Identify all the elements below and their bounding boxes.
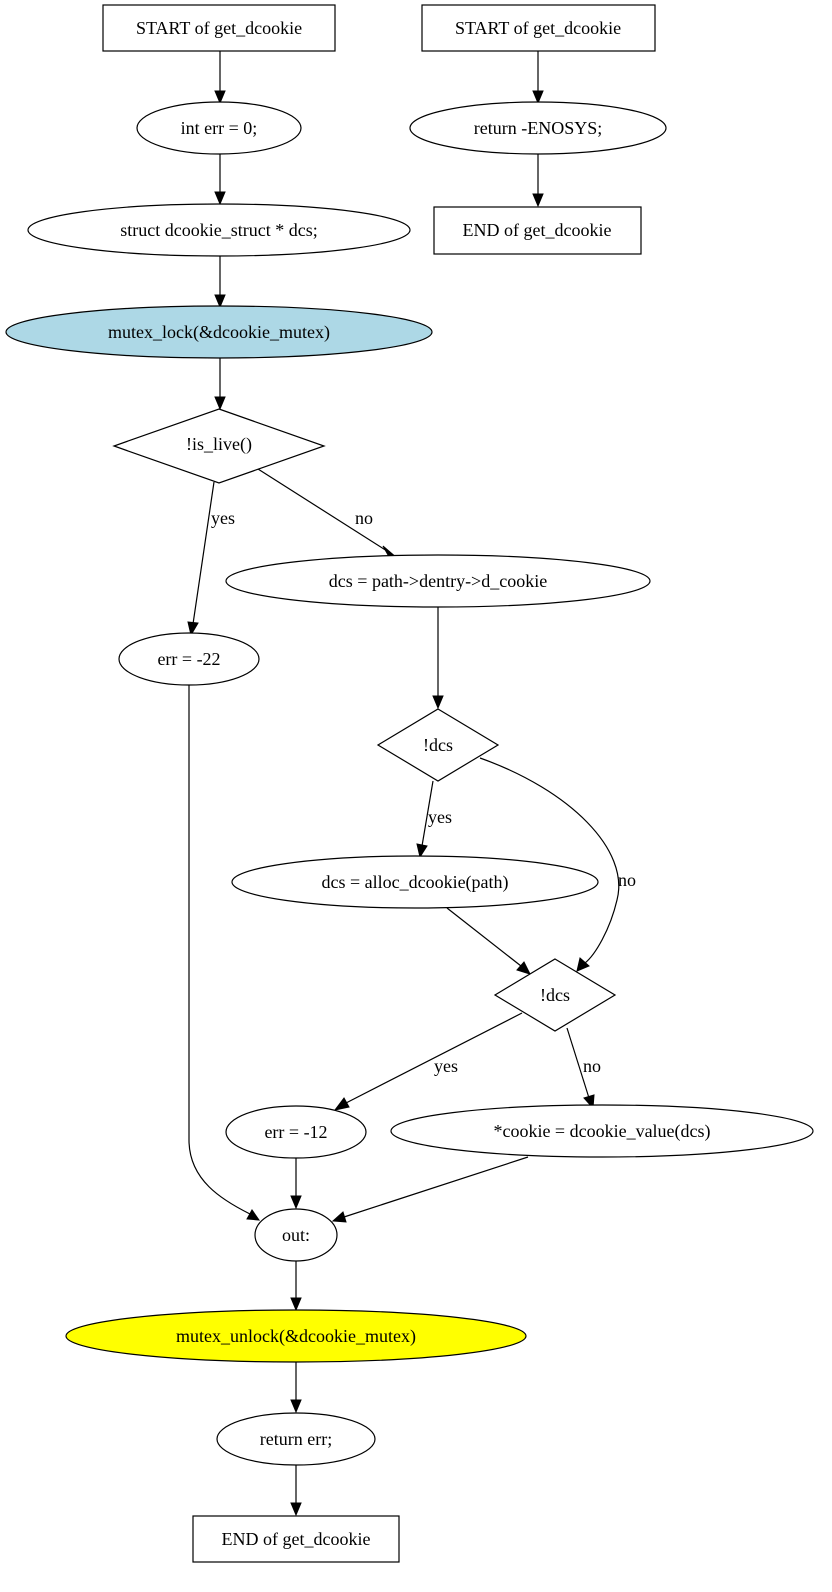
- edge-label-is-live-yes: yes: [211, 508, 235, 528]
- node-l-alloc: dcs = alloc_dcookie(path): [231, 855, 599, 909]
- arrowhead: [214, 294, 226, 309]
- arrowhead: [214, 396, 226, 411]
- arrowhead: [290, 1297, 302, 1312]
- edge-label-dcs1-no: no: [618, 870, 636, 890]
- arrowhead: [246, 1209, 261, 1221]
- node-label: struct dcookie_struct * dcs;: [120, 220, 317, 240]
- node-l-cookie-value: *cookie = dcookie_value(dcs): [390, 1104, 814, 1158]
- node-l-return: return err;: [216, 1412, 376, 1466]
- node-label: return -ENOSYS;: [474, 118, 603, 138]
- node-l-dcs-check1-decision: !dcs: [376, 708, 500, 782]
- arrowhead: [214, 90, 226, 105]
- node-label: dcs = alloc_dcookie(path): [321, 872, 508, 893]
- arrowhead: [576, 957, 590, 972]
- node-l-dcs-decl: struct dcookie_struct * dcs;: [27, 203, 411, 257]
- node-label: err = -22: [157, 649, 220, 669]
- node-label: err = -12: [264, 1122, 327, 1142]
- edge-label-dcs1-yes: yes: [428, 807, 452, 827]
- arrowhead: [290, 1502, 302, 1517]
- edge-label-dcs2-yes: yes: [434, 1056, 458, 1076]
- node-l-is-live-decision: !is_live(): [112, 408, 326, 484]
- node-label: END of get_dcookie: [463, 220, 612, 240]
- node-label: START of get_dcookie: [455, 18, 621, 38]
- arrowhead: [416, 843, 428, 859]
- arrowhead: [214, 191, 226, 206]
- node-label: START of get_dcookie: [136, 18, 302, 38]
- node-r-end: END of get_dcookie: [433, 206, 642, 255]
- node-l-end: END of get_dcookie: [192, 1515, 400, 1563]
- node-l-dcs-path: dcs = path->dentry->d_cookie: [225, 554, 651, 608]
- node-label: !dcs: [423, 735, 453, 755]
- node-label: !is_live(): [186, 434, 252, 455]
- node-label: return err;: [260, 1429, 332, 1449]
- edge-label-dcs2-no: no: [583, 1056, 601, 1076]
- arrowhead: [516, 961, 531, 975]
- node-r-start: START of get_dcookie: [421, 4, 656, 52]
- node-label: mutex_lock(&dcookie_mutex): [108, 322, 330, 343]
- edge-check1-no: [479, 757, 620, 964]
- node-label: mutex_unlock(&dcookie_mutex): [176, 1326, 416, 1347]
- node-label: int err = 0;: [181, 118, 258, 138]
- edge-labels: yes no yes no yes no: [211, 508, 636, 1076]
- edge-is-live-no: [257, 468, 388, 552]
- edges: [187, 51, 620, 1517]
- edge-alloc-to-check2: [446, 907, 522, 967]
- node-label: out:: [282, 1225, 310, 1245]
- node-label: END of get_dcookie: [222, 1529, 371, 1549]
- node-l-start: START of get_dcookie: [102, 4, 336, 52]
- arrowhead: [333, 1097, 350, 1111]
- edge-cookie-val-to-out: [343, 1156, 529, 1218]
- node-l-dcs-check2-decision: !dcs: [493, 958, 617, 1032]
- node-label: !dcs: [540, 985, 570, 1005]
- node-l-unlock: mutex_unlock(&dcookie_mutex): [65, 1309, 527, 1363]
- arrowhead: [532, 193, 544, 208]
- node-r-return: return -ENOSYS;: [409, 101, 667, 155]
- node-label: dcs = path->dentry->d_cookie: [329, 571, 547, 591]
- arrowhead: [290, 1195, 302, 1210]
- arrowhead: [187, 621, 199, 637]
- arrowhead: [331, 1211, 347, 1223]
- edge-check2-no: [566, 1027, 590, 1099]
- node-label: *cookie = dcookie_value(dcs): [493, 1121, 710, 1142]
- node-l-err22: err = -22: [118, 632, 260, 686]
- node-l-lock: mutex_lock(&dcookie_mutex): [5, 305, 433, 359]
- edge-err22-to-out: [188, 685, 251, 1215]
- edge-is-live-yes: [192, 481, 215, 625]
- arrowhead: [432, 695, 444, 710]
- arrowhead: [532, 90, 544, 105]
- edge-check1-yes: [421, 780, 434, 847]
- node-l-out: out:: [254, 1208, 338, 1262]
- node-l-err-init: int err = 0;: [136, 101, 302, 155]
- edge-check2-yes: [345, 1012, 523, 1104]
- arrowhead: [290, 1399, 302, 1414]
- node-l-err12: err = -12: [225, 1105, 367, 1159]
- edge-label-is-live-no: no: [355, 508, 373, 528]
